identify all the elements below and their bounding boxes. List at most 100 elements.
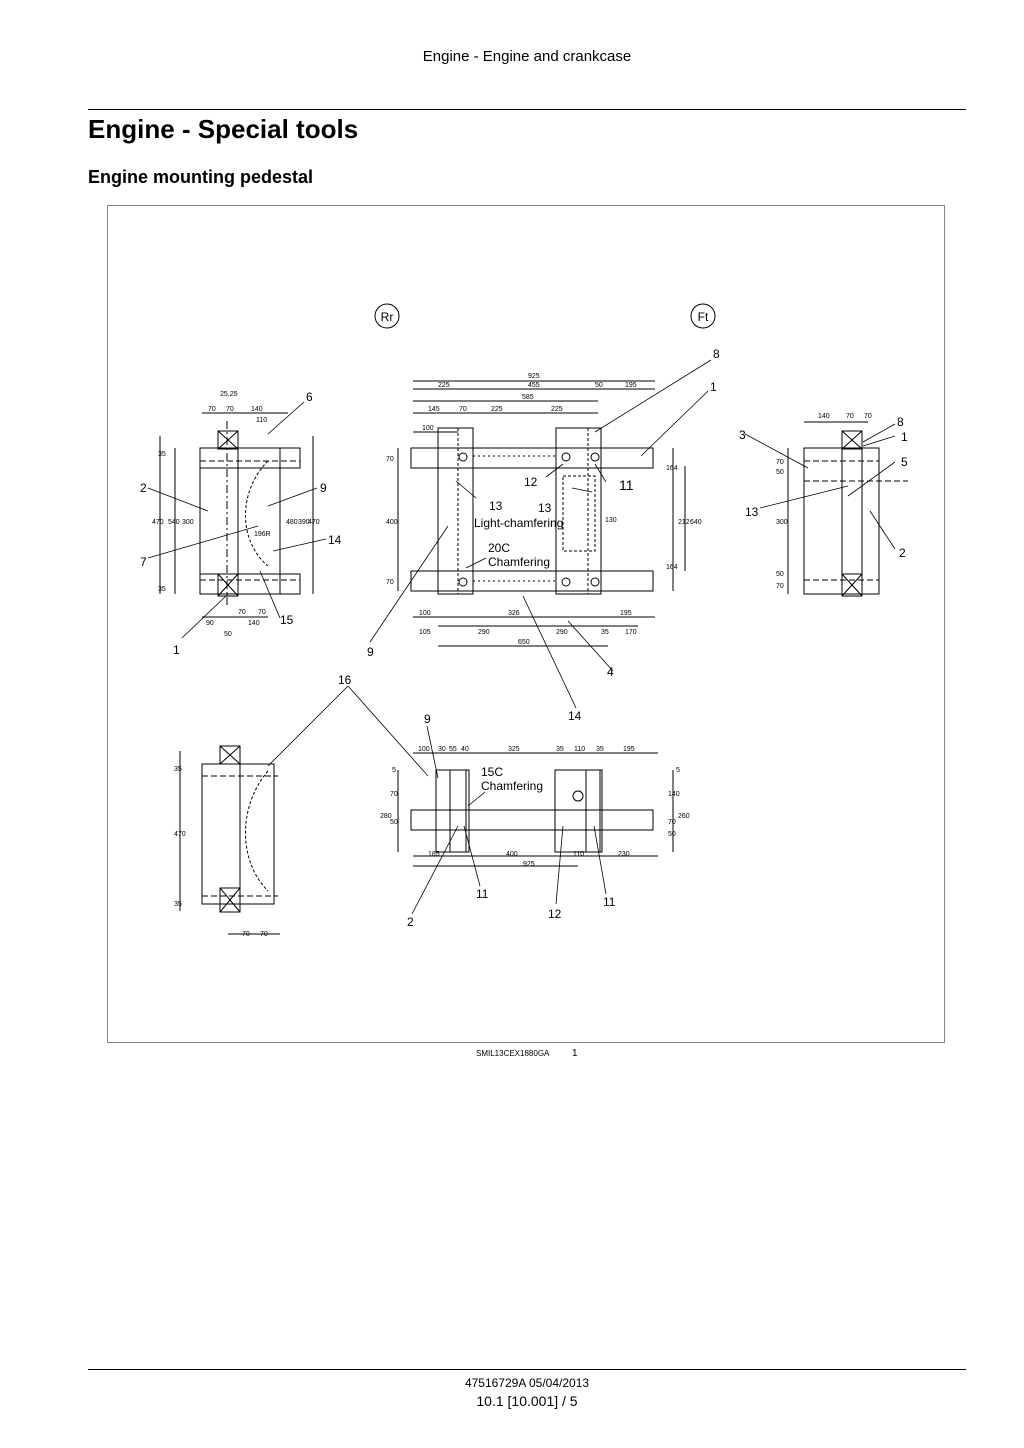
dim-label: 70 xyxy=(242,931,250,938)
dim-label: 585 xyxy=(522,394,534,401)
dim-label: 70 xyxy=(390,791,398,798)
dim-label: 164 xyxy=(666,465,678,472)
dim-label: 455 xyxy=(528,382,540,389)
dim-label: 35 xyxy=(174,901,182,908)
bottom-front-view-dims: 100 30 55 40 325 35 110 35 195 185 400 1… xyxy=(380,746,690,868)
bottom-side-view-dims: 35 470 35 70 70 xyxy=(174,751,280,938)
callout-15: 15 xyxy=(280,613,294,627)
dim-label: 25,25 xyxy=(220,391,238,398)
callout-16: 16 xyxy=(338,673,352,687)
dim-label: 70 xyxy=(668,819,676,826)
dim-label: 70 xyxy=(776,583,784,590)
dim-label: 185 xyxy=(428,851,440,858)
leader-lines xyxy=(147,359,896,915)
callout-13: 13 xyxy=(489,499,503,513)
callout-8: 8 xyxy=(713,347,720,361)
dim-label: 50 xyxy=(776,571,784,578)
rear-marker-label: Rr xyxy=(381,310,394,324)
dim-label: 145 xyxy=(428,406,440,413)
dim-label: 140 xyxy=(251,406,263,413)
dim-label: 195 xyxy=(623,746,635,753)
side-view-right-dims: 140 70 70 300 50 70 50 70 xyxy=(776,413,872,594)
callout-13: 13 xyxy=(538,501,552,515)
dim-label: 5 xyxy=(392,767,396,774)
dim-label: 326 xyxy=(508,610,520,617)
dim-label: 400 xyxy=(386,519,398,526)
dim-label: 40 xyxy=(461,746,469,753)
side-view-left xyxy=(199,421,301,606)
dim-label: 70 xyxy=(226,406,234,413)
running-header: Engine - Engine and crankcase xyxy=(422,48,632,65)
dim-label: 225 xyxy=(491,406,503,413)
note-15c-chamfering: Chamfering xyxy=(481,779,543,793)
dim-label: 290 xyxy=(556,629,568,636)
dim-label: 70 xyxy=(386,579,394,586)
dim-label: 140 xyxy=(668,791,680,798)
rear-marker: Rr xyxy=(374,303,400,329)
dim-label: 70 xyxy=(260,931,268,938)
dim-label: 110 xyxy=(573,851,584,858)
callout-8: 8 xyxy=(897,415,904,429)
callout-6: 6 xyxy=(306,390,313,404)
dim-label: 195 xyxy=(625,382,637,389)
dim-label: 30 xyxy=(438,746,446,753)
footer-doc-code: 47516729A 05/04/2013 xyxy=(464,1376,590,1390)
footer-page-ref: 10.1 [10.001] / 5 xyxy=(476,1393,578,1409)
dim-label: 925 xyxy=(523,861,535,868)
callout-2: 2 xyxy=(407,915,414,929)
dim-label: 400 xyxy=(506,851,518,858)
dim-label: 212 xyxy=(678,519,690,526)
dim-label: 196R xyxy=(254,531,271,538)
dim-label: 130 xyxy=(605,517,617,524)
header-rule xyxy=(88,109,966,110)
dim-label: 70 xyxy=(459,406,467,413)
dim-label: 540 xyxy=(168,519,180,526)
dim-label: 55 xyxy=(449,746,457,753)
callout-14: 14 xyxy=(568,709,582,723)
dim-label: 470 xyxy=(174,831,186,838)
dim-label: 50 xyxy=(776,469,784,476)
dim-label: 470 xyxy=(152,519,164,526)
dim-label: 650 xyxy=(518,639,530,646)
dim-label: 70 xyxy=(776,459,784,466)
dim-label: 50 xyxy=(390,819,398,826)
note-20c: 20C xyxy=(488,541,510,555)
dim-label: 50 xyxy=(595,382,603,389)
dim-label: 390 xyxy=(298,519,310,526)
dim-label: 35 xyxy=(158,586,166,593)
figure-frame: Rr Ft 25,25 70 70 140 110 470 540 300 xyxy=(107,205,945,1043)
dim-label: 260 xyxy=(678,813,690,820)
callout-11: 11 xyxy=(603,895,616,909)
dim-label: 100 xyxy=(419,610,431,617)
dim-label: 70 xyxy=(208,406,216,413)
dim-label: 90 xyxy=(206,620,214,627)
figure-caption-number: 1 xyxy=(572,1048,578,1059)
dim-label: 100 xyxy=(418,746,430,753)
figure-caption-code: SMIL13CEX1880GA xyxy=(476,1049,550,1058)
callout-9: 9 xyxy=(320,481,327,495)
dim-label: 70 xyxy=(238,609,246,616)
dim-label: 325 xyxy=(508,746,520,753)
chamfer-notes: Light-chamfering 20C Chamfering 15C Cham… xyxy=(474,516,563,793)
footer-rule xyxy=(88,1369,966,1370)
note-20c-chamfering: Chamfering xyxy=(488,555,550,569)
engine-pedestal-drawing: Rr Ft 25,25 70 70 140 110 470 540 300 xyxy=(140,303,908,938)
dim-label: 35 xyxy=(174,766,182,773)
dim-label: 225 xyxy=(438,382,450,389)
note-light-chamfering: Light-chamfering xyxy=(474,516,563,530)
dim-label: 100 xyxy=(422,425,434,432)
section-subtitle: Engine mounting pedestal xyxy=(88,167,314,187)
callout-5: 5 xyxy=(901,455,908,469)
dim-label: 50 xyxy=(668,831,676,838)
dim-label: 300 xyxy=(182,519,194,526)
callout-11: 11 xyxy=(476,887,489,901)
page-title: Engine - Special tools xyxy=(88,114,359,144)
dim-label: 140 xyxy=(248,620,260,627)
dim-label: 35 xyxy=(601,629,609,636)
dim-label: 110 xyxy=(574,746,585,753)
plan-view xyxy=(410,427,654,595)
dim-label: 35 xyxy=(556,746,564,753)
dim-label: 70 xyxy=(864,413,872,420)
callout-14: 14 xyxy=(328,533,342,547)
callout-1: 1 xyxy=(710,380,717,394)
